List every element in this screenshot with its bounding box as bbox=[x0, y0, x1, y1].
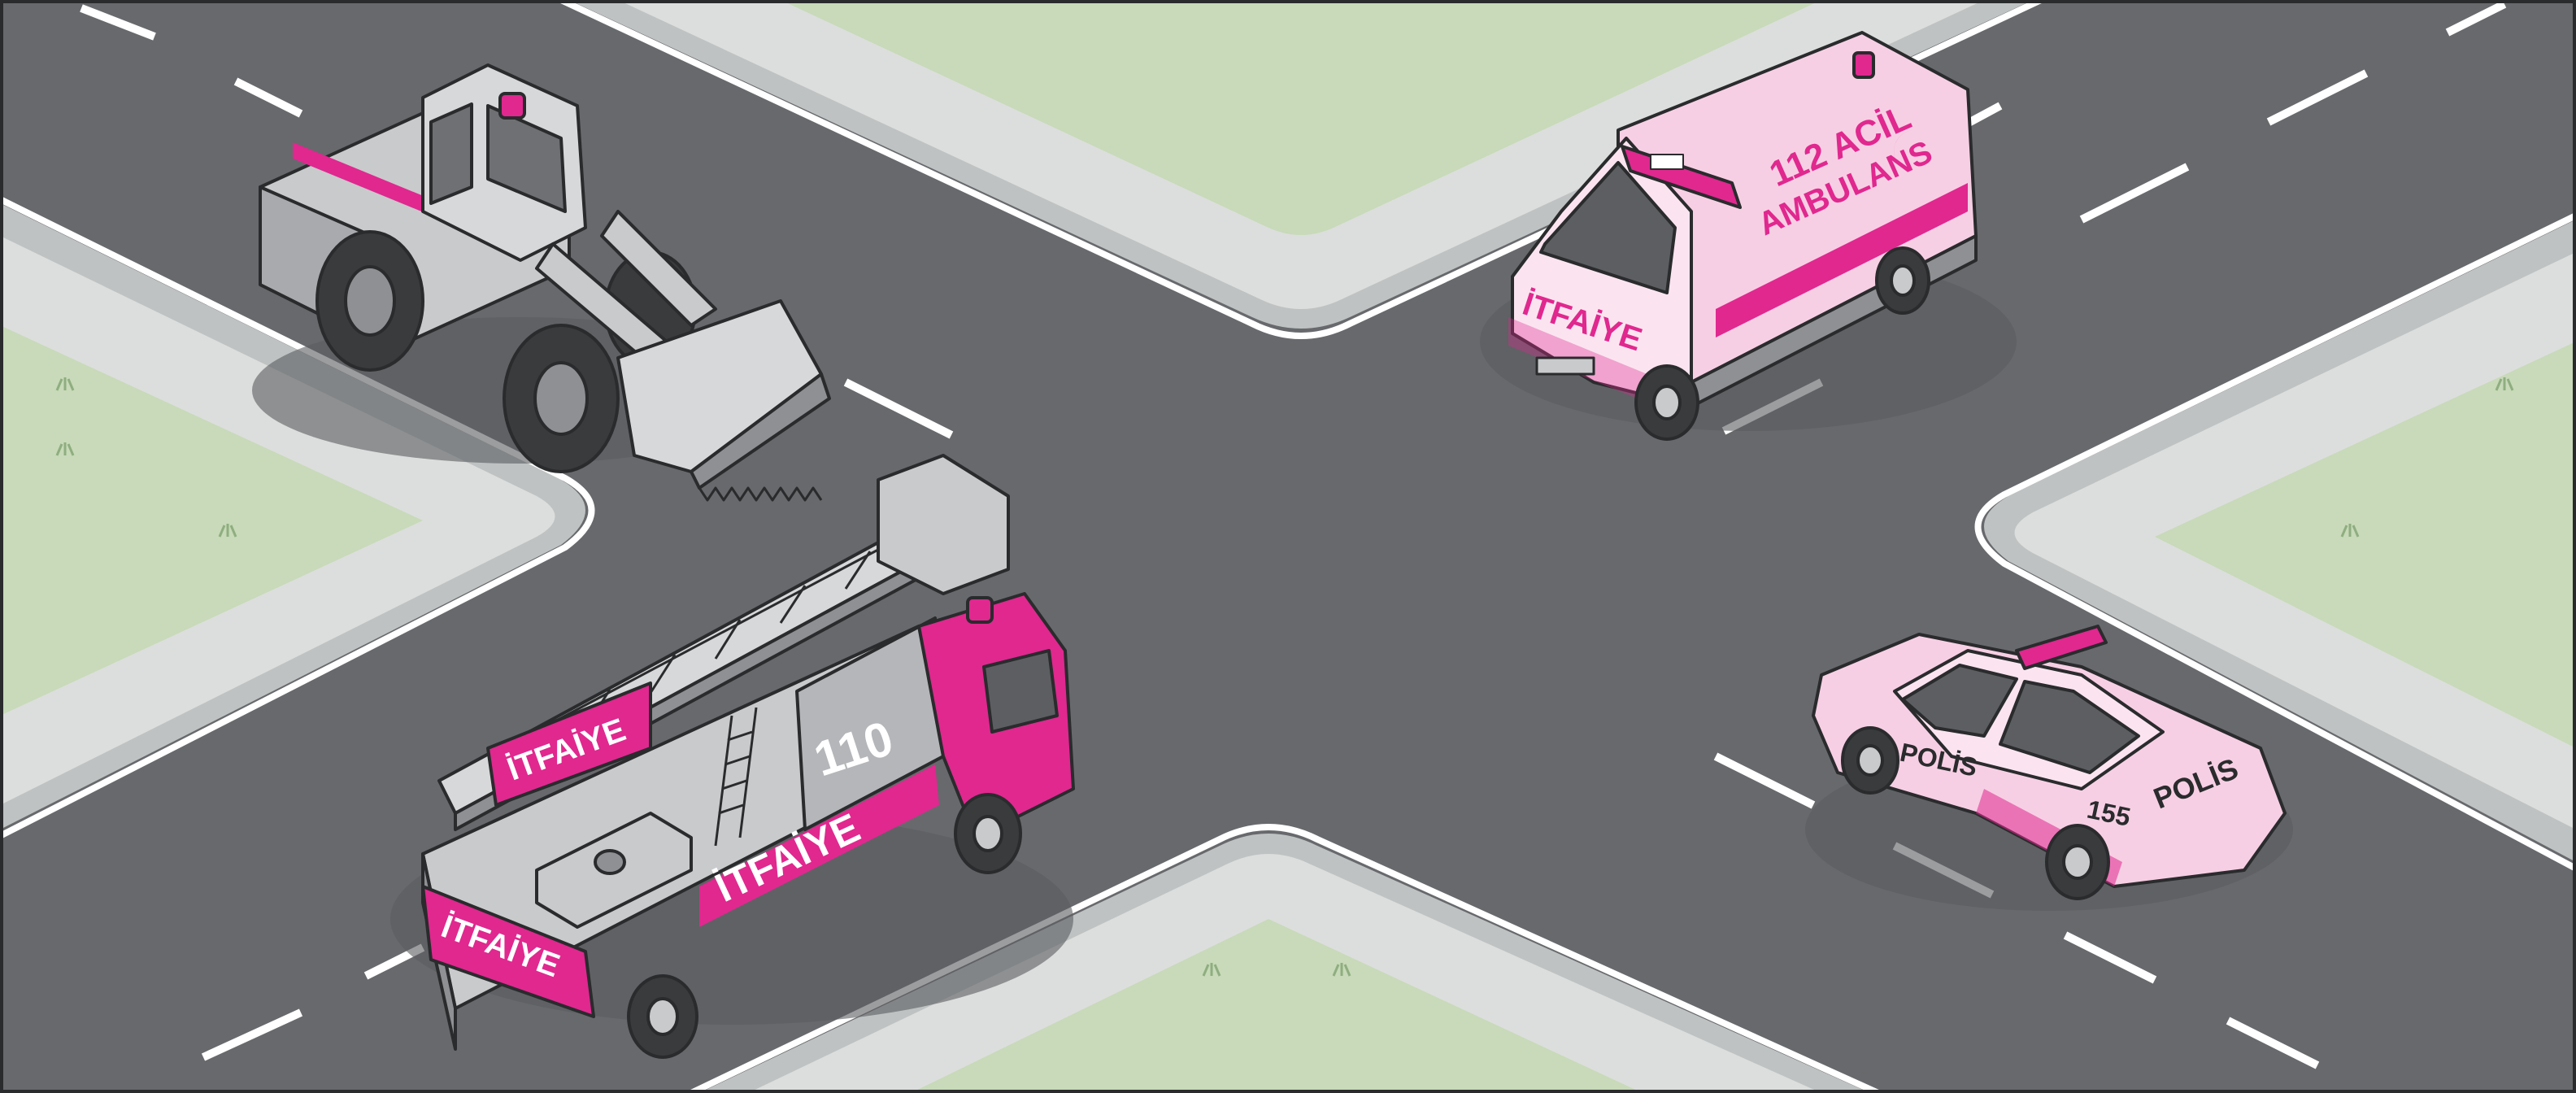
grass-tufts bbox=[55, 377, 2514, 977]
ambulance: 112 ACİL AMBULANS İTFAİYE bbox=[1480, 31, 2017, 441]
top-corner-block bbox=[559, 0, 2043, 339]
police-car: POLİS 155 POLİS bbox=[1805, 625, 2293, 911]
left-corner-block bbox=[0, 196, 595, 839]
bulldozer bbox=[252, 63, 831, 502]
fire-truck: 110 İTFAİYE İTFAİYE İTFAİYE bbox=[390, 454, 1075, 1059]
bottom-corner-block bbox=[690, 824, 1880, 1093]
right-corner-block bbox=[1974, 212, 2576, 872]
